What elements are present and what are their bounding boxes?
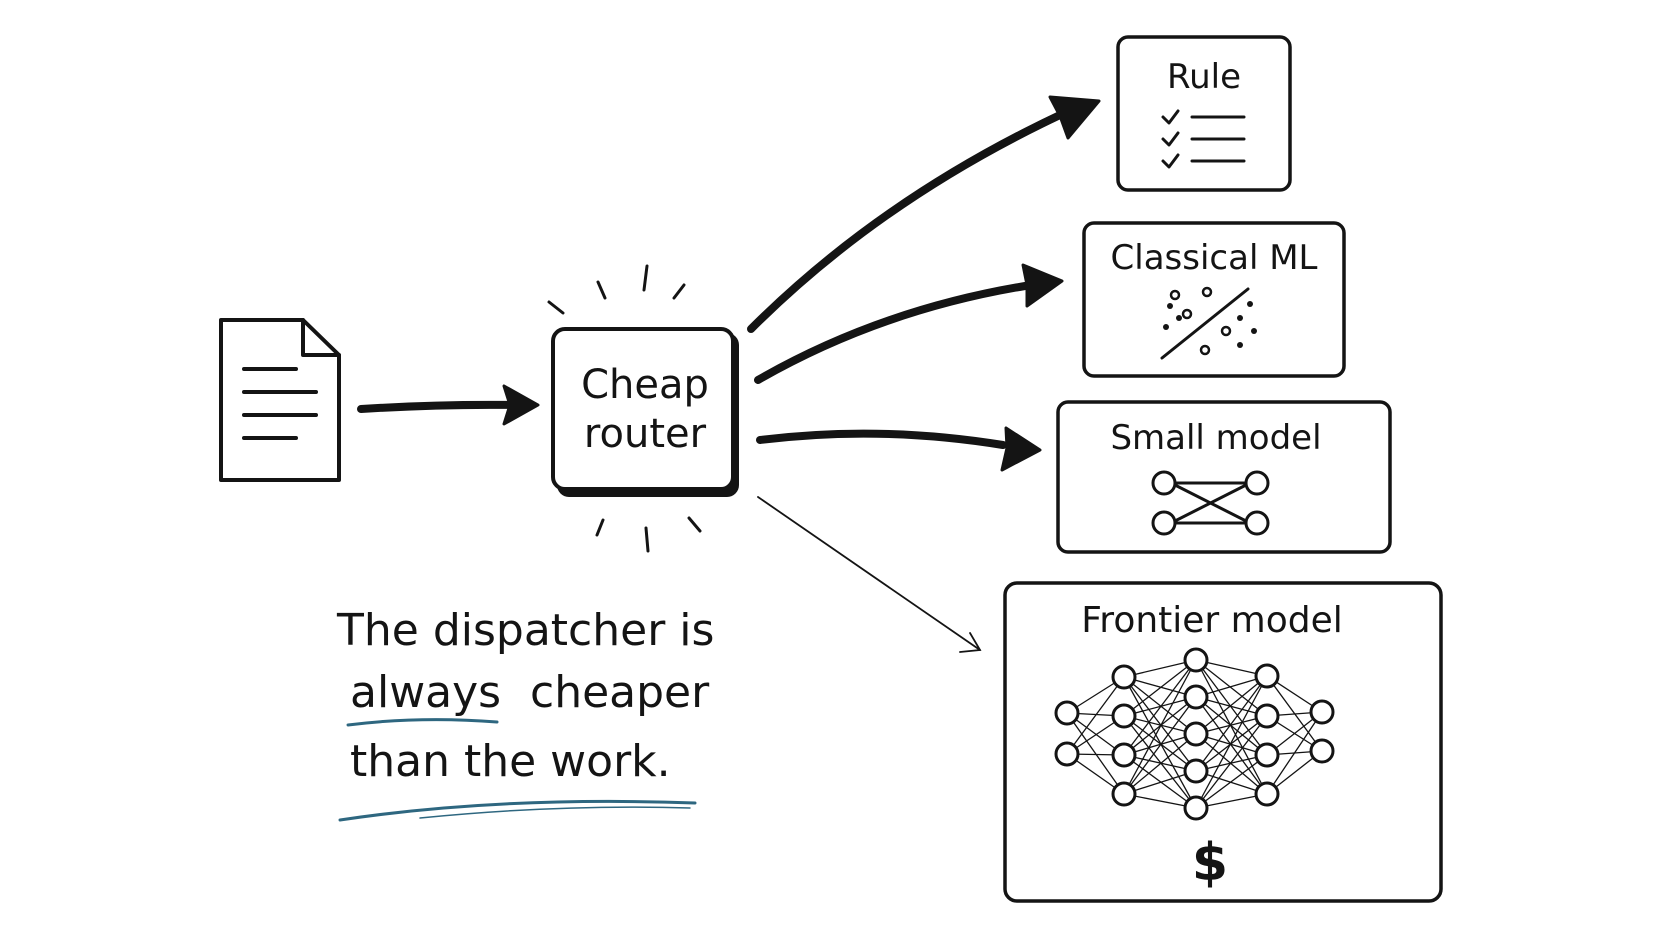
network-connection [1123, 754, 1197, 809]
router-label-line1: Cheap [581, 362, 709, 408]
neural-network-icon [1054, 647, 1335, 821]
arrow-to-rule [747, 95, 1101, 333]
frontier-model-title: Frontier model [1081, 600, 1343, 641]
network-connection [1195, 754, 1268, 809]
caption-underline-long [338, 799, 697, 822]
network-connection [1195, 659, 1268, 795]
network-connection [1195, 659, 1268, 717]
network-node [1111, 703, 1137, 729]
network-connection [1123, 659, 1197, 756]
network-connection [1123, 676, 1197, 735]
rule-box: Rule [1116, 35, 1292, 192]
network-connection [1123, 715, 1197, 809]
cost-dollar-sign: $ [1192, 833, 1228, 893]
caption-underline-short [346, 718, 499, 727]
network-node [1254, 663, 1280, 689]
router-burst-lines [547, 264, 702, 553]
network-connection [1123, 659, 1197, 717]
network-connection [1195, 675, 1268, 772]
network-node [1254, 781, 1280, 807]
caption: The dispatcher is always cheaper than th… [336, 605, 714, 822]
network-node [1111, 664, 1137, 690]
network-node [1254, 703, 1280, 729]
rule-title: Rule [1167, 57, 1241, 97]
network-connection [1195, 675, 1268, 735]
caption-line3: than the work. [350, 736, 671, 787]
network-node [1054, 700, 1080, 726]
network-node [1054, 741, 1080, 767]
network-node [1183, 647, 1209, 673]
network-connection [1123, 659, 1197, 795]
router-label-line2: router [584, 411, 707, 457]
network-connection [1195, 675, 1268, 809]
network-node [1183, 758, 1209, 784]
classical-ml-title: Classical ML [1111, 238, 1318, 278]
network-connection [1195, 733, 1268, 795]
caption-line1: The dispatcher is [336, 605, 714, 656]
document-icon [219, 318, 341, 482]
caption-line2-underlined: always [350, 667, 501, 718]
network-node [1309, 738, 1335, 764]
network-connection [1123, 676, 1197, 772]
network-connection [1195, 715, 1268, 772]
network-connection [1123, 770, 1197, 795]
input-arrow [357, 384, 540, 426]
network-node [1183, 795, 1209, 821]
arrow-to-classical-ml [754, 263, 1064, 384]
network-connection [1266, 711, 1323, 795]
arrow-to-small-model [756, 426, 1042, 472]
network-node [1309, 699, 1335, 725]
caption-line2-rest: cheaper [530, 667, 710, 718]
small-model-title: Small model [1110, 418, 1321, 458]
frontier-model-box: Frontier model $ [1003, 581, 1443, 903]
router-box: Cheap router [547, 264, 739, 553]
network-connection [1195, 715, 1268, 809]
classical-ml-box: Classical ML [1082, 221, 1346, 378]
network-node [1111, 742, 1137, 768]
caption-underline-long-echo [419, 806, 691, 819]
network-connection [1195, 696, 1268, 756]
network-connection [1066, 712, 1125, 795]
network-node [1111, 781, 1137, 807]
small-network-icon [1151, 470, 1270, 536]
small-model-box: Small model [1056, 400, 1392, 554]
network-connection [1123, 715, 1197, 772]
network-connection [1123, 733, 1197, 795]
network-connection [1123, 696, 1197, 795]
network-node [1183, 721, 1209, 747]
network-connection [1123, 676, 1197, 809]
scatter-plot-icon [1160, 286, 1257, 360]
checklist-icon [1161, 109, 1246, 169]
network-node [1254, 742, 1280, 768]
network-node [1183, 684, 1209, 710]
network-connection [1195, 659, 1268, 756]
network-connection [1066, 676, 1125, 755]
network-connection [1195, 696, 1268, 795]
arrow-to-frontier-model [757, 496, 982, 653]
